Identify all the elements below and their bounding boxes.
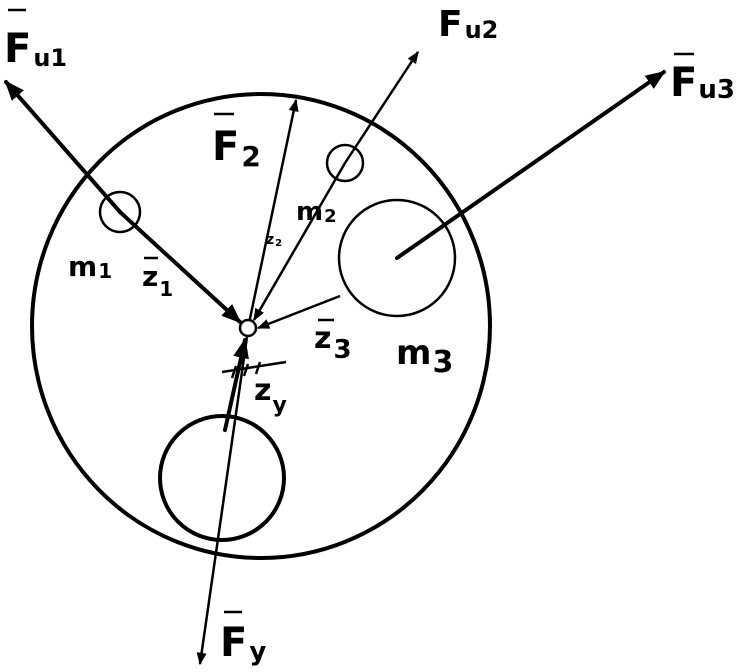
svg-text:Fy: Fy xyxy=(220,620,266,667)
label-r4: zy xyxy=(254,373,287,418)
force-fu3-arrow xyxy=(395,70,666,260)
force-fu1-arrow xyxy=(4,80,122,214)
radius-r1-arrow xyxy=(118,210,242,324)
label-m2: m2 xyxy=(296,197,337,227)
force-fy-arrow xyxy=(196,329,250,666)
radius-r2-arrow xyxy=(252,162,347,322)
svg-text:F2: F2 xyxy=(212,124,261,173)
svg-text:Fu1: Fu1 xyxy=(4,26,67,72)
svg-text:zy: zy xyxy=(254,373,287,418)
label-fu2: Fu2 xyxy=(438,4,498,45)
radius-r3-arrow xyxy=(256,294,341,330)
label-r3: z3 xyxy=(314,318,352,365)
svg-text:m1: m1 xyxy=(68,250,112,283)
rotor-disk xyxy=(30,92,492,560)
label-m3: m3 xyxy=(396,333,453,380)
svg-text:m2: m2 xyxy=(296,197,337,227)
mass-m2 xyxy=(325,143,365,183)
label-f2: F2 xyxy=(212,112,261,173)
svg-text:z2: z2 xyxy=(266,232,282,249)
label-r1: z1 xyxy=(142,256,173,301)
radius-r4-arrow xyxy=(223,338,249,432)
svg-text:z3: z3 xyxy=(314,321,352,365)
force-fu2-arrow xyxy=(343,50,420,164)
mass-m4 xyxy=(158,414,286,542)
mass-m1 xyxy=(98,190,142,234)
svg-text:Fu2: Fu2 xyxy=(438,4,498,45)
label-fu1: Fu1 xyxy=(4,8,67,72)
force-f2-arrow xyxy=(246,98,299,329)
svg-text:Fu3: Fu3 xyxy=(670,60,735,106)
hatch-marks xyxy=(221,360,287,379)
label-m1: m1 xyxy=(68,250,112,283)
label-fu3: Fu3 xyxy=(670,52,735,106)
svg-text:m3: m3 xyxy=(396,333,453,380)
svg-text:z1: z1 xyxy=(142,260,173,301)
mass-m3 xyxy=(337,198,457,318)
label-fy: Fy xyxy=(220,610,266,667)
center-point xyxy=(238,318,258,338)
label-r2: z2 xyxy=(266,232,282,249)
